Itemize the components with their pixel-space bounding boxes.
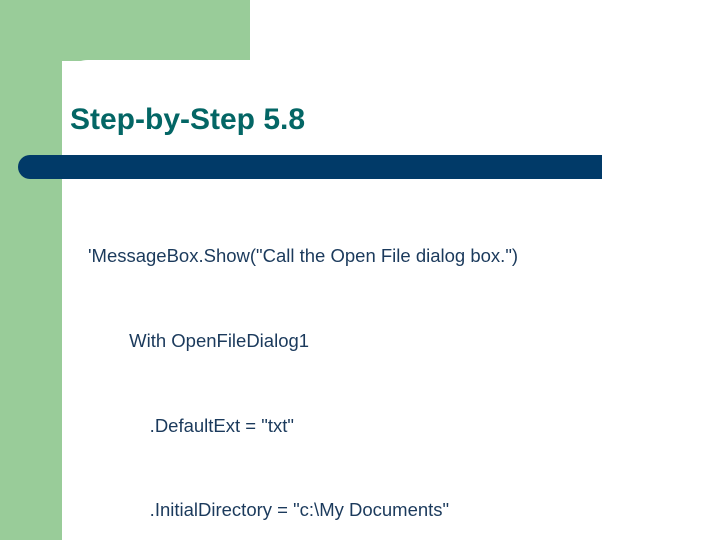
code-block: 'MessageBox.Show("Call the Open File dia… (88, 186, 688, 540)
code-line: With OpenFileDialog1 (88, 330, 310, 352)
title-divider-bar (18, 155, 602, 179)
code-line: .DefaultExt = "txt" (88, 414, 294, 436)
page-title: Step-by-Step 5.8 (70, 103, 306, 136)
code-line: 'MessageBox.Show("Call the Open File dia… (88, 245, 519, 267)
green-left-accent-band (0, 0, 62, 540)
code-line: .InitialDirectory = "c:\My Documents" (88, 499, 450, 521)
slide-content-panel (62, 60, 720, 540)
